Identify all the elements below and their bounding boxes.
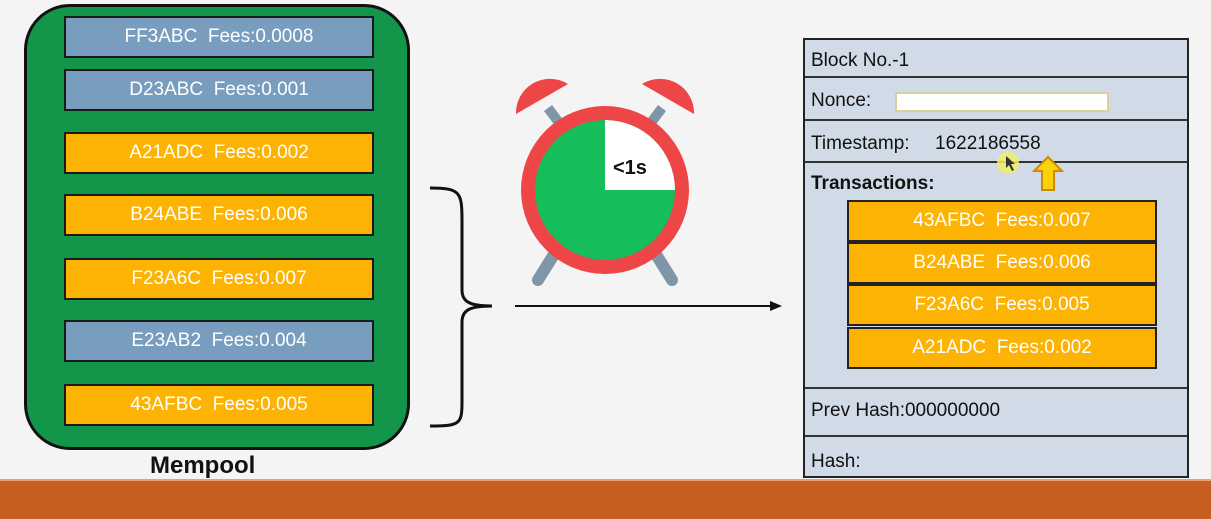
nonce-label: Nonce: bbox=[811, 90, 872, 111]
bracket-arrow bbox=[429, 186, 782, 428]
block-number-row: Block No.-1 bbox=[805, 40, 1187, 78]
block-card: Block No.-1 Nonce: Timestamp: 1622186558… bbox=[803, 38, 1189, 478]
mempool-container: FF3ABC Fees:0.0008 D23ABC Fees:0.001 A21… bbox=[24, 4, 410, 450]
mempool-tx-0: FF3ABC Fees:0.0008 bbox=[64, 16, 374, 58]
arrow-head-icon bbox=[770, 301, 782, 311]
mempool-tx-2: A21ADC Fees:0.002 bbox=[64, 132, 374, 174]
mempool-label: Mempool bbox=[150, 452, 256, 479]
bell-right-icon bbox=[642, 78, 695, 114]
footer-divider bbox=[0, 479, 1211, 481]
mempool-tx-5: E23AB2 Fees:0.004 bbox=[64, 320, 374, 362]
mempool-tx-3: B24ABE Fees:0.006 bbox=[64, 194, 374, 236]
mempool-tx-6: 43AFBC Fees:0.005 bbox=[64, 384, 374, 426]
nonce-row: Nonce: bbox=[805, 78, 1187, 121]
transactions-label: Transactions: bbox=[811, 173, 935, 194]
block-tx-3: A21ADC Fees:0.002 bbox=[847, 327, 1157, 369]
mempool-tx-4: F23A6C Fees:0.007 bbox=[64, 258, 374, 300]
prev-hash: Prev Hash:000000000 bbox=[811, 400, 1001, 421]
up-arrow-icon bbox=[1032, 156, 1064, 191]
block-tx-1: B24ABE Fees:0.006 bbox=[847, 242, 1157, 284]
timestamp-row: Timestamp: 1622186558 bbox=[805, 121, 1187, 163]
cursor-highlight-icon bbox=[997, 152, 1019, 174]
curly-brace bbox=[429, 186, 493, 428]
prev-hash-row: Prev Hash:000000000 bbox=[805, 389, 1187, 437]
mempool-tx-1: D23ABC Fees:0.001 bbox=[64, 69, 374, 111]
timestamp-value: 1622186558 bbox=[935, 133, 1041, 154]
timestamp-label: Timestamp: bbox=[811, 133, 910, 154]
alarm-clock-icon: <1s bbox=[515, 78, 695, 286]
transactions-section: Transactions: 43AFBC Fees:0.007 B24ABE F… bbox=[805, 163, 1187, 389]
footer-bar bbox=[0, 481, 1211, 519]
hash-label: Hash: bbox=[811, 451, 861, 472]
hash-row: Hash: bbox=[805, 437, 1187, 476]
timer-label: <1s bbox=[613, 157, 647, 179]
block-tx-0: 43AFBC Fees:0.007 bbox=[847, 200, 1157, 242]
nonce-field[interactable] bbox=[895, 92, 1109, 112]
block-number: Block No.-1 bbox=[811, 50, 910, 71]
bell-left-icon bbox=[515, 78, 568, 114]
block-tx-2: F23A6C Fees:0.005 bbox=[847, 284, 1157, 326]
clock-elapsed-wedge bbox=[605, 120, 675, 190]
